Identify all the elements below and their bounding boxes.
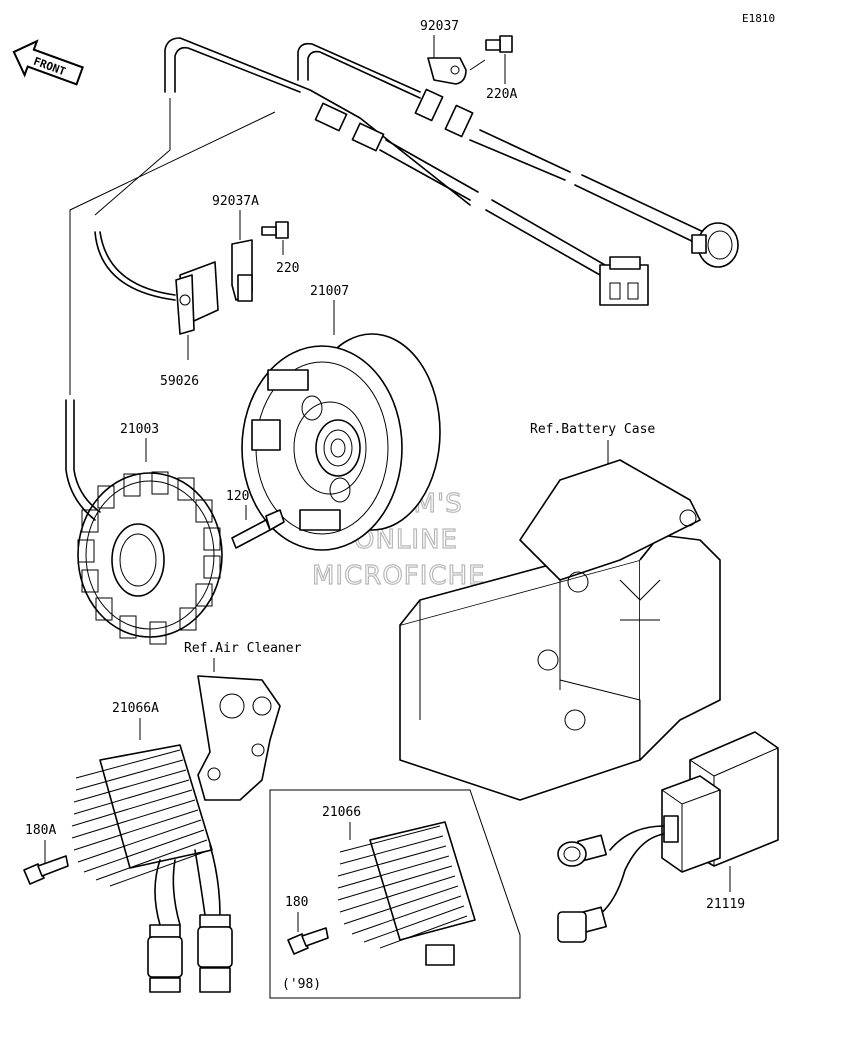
part-21066A-regulator — [71, 744, 233, 993]
part-220-bolt — [261, 221, 289, 239]
part-120-bolt — [231, 509, 285, 549]
part-59026-sensor — [94, 231, 219, 335]
label-21007: 21007 — [310, 284, 349, 299]
ref-air-cleaner-bracket — [197, 675, 281, 801]
label-21066: 21066 — [322, 805, 361, 820]
label-92037: 92037 — [420, 19, 459, 34]
part-21003-stator — [65, 399, 223, 645]
label-21066A: 21066A — [112, 701, 159, 716]
inset-98: 21066 180 ('98) — [269, 789, 521, 999]
year-note: ('98) — [282, 977, 321, 992]
label-180A: 180A — [25, 823, 56, 838]
front-arrow-icon: FRONT — [12, 39, 84, 86]
part-21119-igniter — [557, 731, 779, 943]
label-air-cleaner: Ref.Air Cleaner — [184, 641, 302, 656]
part-180-bolt — [287, 927, 329, 955]
part-21007-rotor — [241, 333, 441, 551]
ref-battery-case — [399, 459, 721, 801]
part-220A-bolt — [469, 35, 513, 84]
part-21066-regulator — [337, 821, 476, 966]
label-59026: 59026 — [160, 374, 199, 389]
label-180: 180 — [285, 895, 308, 910]
label-21119: 21119 — [706, 897, 745, 912]
label-220A: 220A — [486, 87, 517, 102]
label-120: 120 — [226, 489, 249, 504]
diagram-code: E1810 — [742, 12, 775, 25]
wiring-harness — [69, 37, 739, 395]
part-92037A-bracket — [231, 239, 253, 302]
label-92037A: 92037A — [212, 194, 259, 209]
part-92037-clamp — [427, 35, 467, 85]
label-220: 220 — [276, 261, 299, 276]
part-180A-bolt — [23, 855, 69, 885]
label-battery-case: Ref.Battery Case — [530, 422, 655, 437]
label-21003: 21003 — [120, 422, 159, 437]
watermark-line-3: MICROFICHE — [312, 561, 486, 591]
